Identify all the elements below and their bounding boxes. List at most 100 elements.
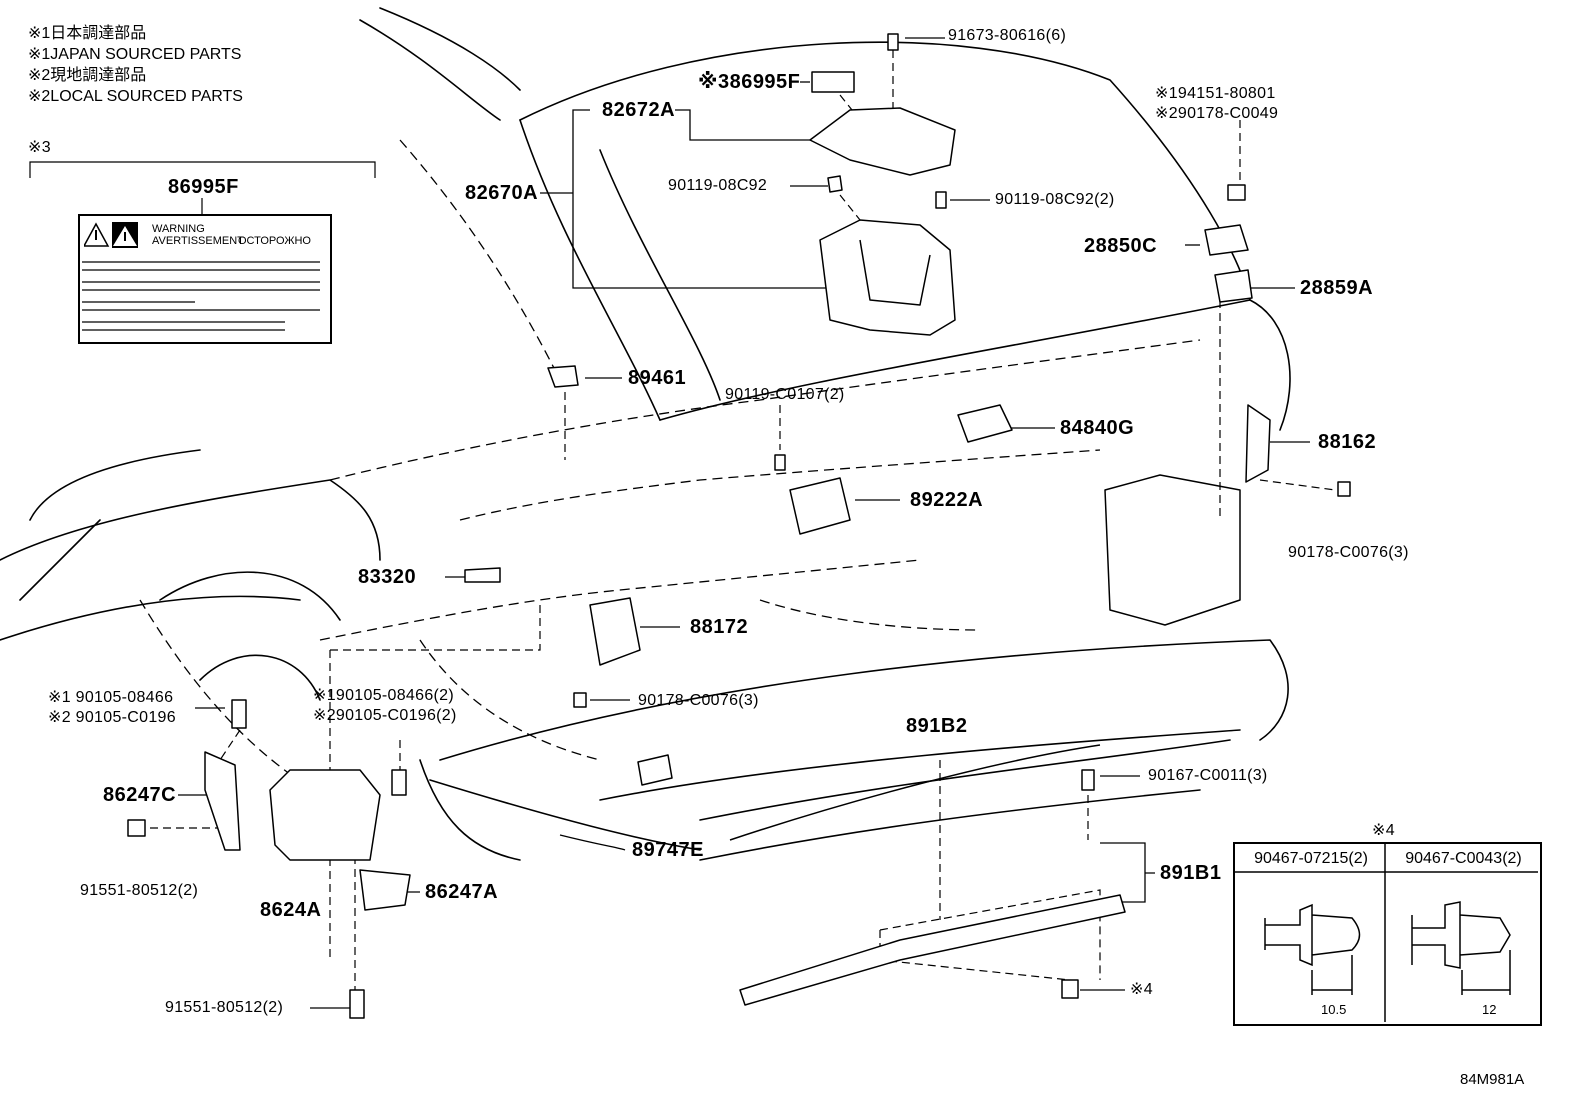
callout-91551-bottom: 91551-80512(2) <box>165 999 284 1016</box>
warning-triangle-icon <box>84 222 138 248</box>
callout-891B1: 891B1 <box>1160 862 1222 884</box>
callout-88172: 88172 <box>690 616 749 638</box>
hidden-body-line-1 <box>399 139 561 381</box>
bolt-90119-C0107 <box>774 454 786 471</box>
note-japan-sourced-jp: ※1日本調達部品 <box>28 25 147 42</box>
callout-89461: 89461 <box>628 367 687 389</box>
hidden-body-line-7 <box>759 599 981 631</box>
bracket-86247C <box>204 751 241 851</box>
warning-text-fr: AVERTISSEMENT <box>152 235 244 247</box>
warning-text-ru: ОСТОРОЖНО <box>238 235 311 247</box>
note-local-sourced-jp: ※2現地調達部品 <box>28 67 147 84</box>
bolt-91673 <box>887 33 899 51</box>
callout-90119-08C92: 90119-08C92 <box>668 177 768 194</box>
label-group-marker: ※3 <box>28 139 51 156</box>
callout-891B2: 891B2 <box>906 715 968 737</box>
label-86995F-small <box>811 71 855 93</box>
left-body-outline <box>19 449 201 601</box>
bracket-86247A <box>359 869 411 911</box>
hatch-outline <box>519 119 721 421</box>
battery-box <box>1104 474 1241 626</box>
callout-28859A: 28859A <box>1300 277 1374 299</box>
callout-83320: 83320 <box>358 566 417 588</box>
callout-290105-C0196-2: ※290105-C0196(2) <box>313 707 457 724</box>
clip-table-col2: 90467-C0043(2) <box>1405 850 1522 867</box>
callout-90178-C0076-right: 90178-C0076(3) <box>1288 544 1409 561</box>
callout-note4: ※4 <box>1130 981 1153 998</box>
callout-90167: 90167-C0011(3) <box>1148 767 1268 784</box>
ecu-8624A <box>269 769 381 861</box>
bracket-82670A <box>819 219 956 336</box>
clip-2-dim <box>1461 950 1511 995</box>
clip-90167 <box>1081 769 1095 791</box>
callout-89222A: 89222A <box>910 489 984 511</box>
clip-1-dim <box>1311 955 1353 995</box>
wheel-arch-outline <box>159 571 341 701</box>
clip-table: 90467-07215(2) 90467-C0043(2) 10.5 12 <box>1233 842 1542 1026</box>
harness-891B1 <box>739 894 1126 1006</box>
callout-86247C: 86247C <box>103 784 177 806</box>
callout-82670A: 82670A <box>465 182 539 204</box>
callout-290178: ※290178-C0049 <box>1155 105 1279 122</box>
lower-edge-outline <box>429 779 701 851</box>
bolt-91551-left <box>127 819 146 837</box>
nut-90178-right <box>1337 481 1351 497</box>
clip-note4 <box>1061 979 1079 999</box>
callout-290105-C0196: ※2 90105-C0196 <box>48 709 176 726</box>
callout-28850C: 28850C <box>1084 235 1158 257</box>
callout-84840G: 84840G <box>1060 417 1135 439</box>
cover-plate-82672A <box>809 107 956 176</box>
clip-2-dimension: 12 <box>1482 1002 1497 1017</box>
bracket-82670A-detail <box>859 239 931 306</box>
leader-82670A-bracket <box>540 109 830 289</box>
callout-82672A: 82672A <box>602 99 676 121</box>
leader-82672A-bracket <box>675 109 830 141</box>
callout-190105-08466-2: ※190105-08466(2) <box>313 687 454 704</box>
label-sticker-line-4 <box>82 321 285 331</box>
label-sticker-line-2 <box>82 281 320 291</box>
bracket-88162 <box>1245 404 1271 483</box>
callout-86247A: 86247A <box>425 881 499 903</box>
sensor-89461 <box>547 365 579 388</box>
connector-28859A <box>1214 269 1253 303</box>
clip-table-col1: 90467-07215(2) <box>1254 850 1368 867</box>
bolt-90119-08C92-2 <box>935 191 947 209</box>
clip-1-drawing <box>1264 903 1361 967</box>
clip-2-drawing <box>1411 901 1511 969</box>
bolt-90119-08C92 <box>827 175 843 193</box>
callout-91673: 91673-80616(6) <box>948 27 1067 44</box>
label-part-number: 86995F <box>168 176 239 198</box>
label-sticker-line-3 <box>82 301 320 311</box>
dash-88162 <box>1259 479 1336 491</box>
harness-83320 <box>464 567 501 583</box>
callout-90119-08C92-2: 90119-08C92(2) <box>995 191 1115 208</box>
dash-90105-left <box>219 729 241 761</box>
note-japan-sourced-en: ※1JAPAN SOURCED PARTS <box>28 46 242 63</box>
bolt-91551-bottom <box>349 989 365 1019</box>
dash-90119-08C92 <box>839 194 861 221</box>
nut-29178 <box>1227 184 1246 201</box>
caution-label-sticker: WARNING AVERTISSEMENT ОСТОРОЖНО <box>78 214 332 344</box>
sensor-89747E <box>637 754 673 786</box>
bolt-90105-left <box>231 699 247 729</box>
drawing-id: 84M981A <box>1460 1071 1525 1088</box>
fender-outline <box>0 479 381 641</box>
callout-89747E: 89747E <box>632 839 704 861</box>
rear-bumper-outline <box>439 639 1289 801</box>
roof-outline <box>359 7 521 121</box>
warning-text-en: WARNING <box>152 223 205 235</box>
bolt-90105-2 <box>391 769 407 796</box>
switch-84840G <box>957 404 1013 443</box>
dash-8624A-box <box>329 600 541 960</box>
leader-891B1-bracket <box>1100 842 1155 903</box>
hidden-body-line-4 <box>319 559 921 641</box>
leader-89747E <box>559 834 626 851</box>
nut-90178-mid <box>573 692 587 708</box>
clip-1-dimension: 10.5 <box>1321 1002 1347 1017</box>
connector-28850C <box>1204 224 1249 256</box>
tailgate-lower-outline <box>659 299 1291 431</box>
ecu-89222A <box>789 477 851 535</box>
note-local-sourced-en: ※2LOCAL SOURCED PARTS <box>28 88 243 105</box>
sensor-88172 <box>589 597 641 666</box>
